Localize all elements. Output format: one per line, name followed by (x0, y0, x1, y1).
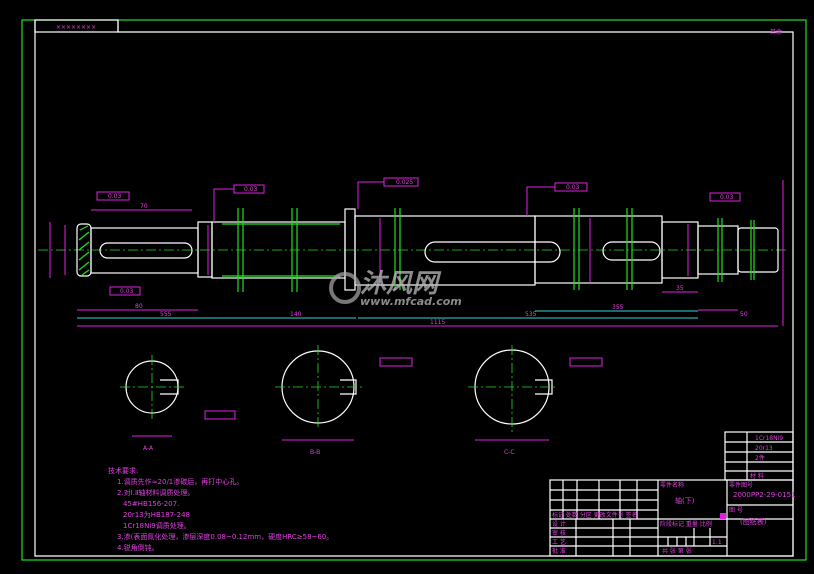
material-row: 2件 (755, 454, 765, 462)
dim-total-length: 1115 (430, 319, 445, 326)
company: (图纸表) (740, 517, 767, 526)
svg-text:0.025: 0.025 (396, 179, 413, 186)
watermark: 沐风网 www.mfcad.com (329, 269, 462, 308)
keyway-left (99, 242, 193, 259)
designer-label: 设 计 (552, 520, 566, 528)
tolerance-frames: 0.03 0.03 0.03 0.025 0.03 0.03 (96, 177, 741, 296)
process-label: 工 艺 (552, 538, 566, 546)
drawing-number: 2000PP2-29-0151 (733, 491, 795, 499)
dim-keyway-right: 355 (612, 304, 624, 311)
material-row: 20r13 (755, 445, 773, 452)
scale: 1:1 (712, 539, 722, 546)
dim-right-small: 50 (740, 311, 748, 318)
svg-text:0.03: 0.03 (244, 186, 258, 193)
type-label: 图 号 (729, 507, 743, 514)
change-row: 标记 处数 分区 更改文件号 签名 (552, 511, 638, 519)
watermark-brand: 沐风网 (360, 269, 442, 299)
tech-req-item: 1.调质先作≈20/1渗碳后，再打中心孔。 (117, 477, 243, 486)
part-name: 轴(下) (675, 496, 695, 505)
dim-left-keyway-length: 70 (140, 203, 148, 210)
outer-border (21, 19, 807, 561)
tech-req-item: 3.渗(表面氮化处理，渗层深度0.08~0.12mm，硬度HRC≥58~60。 (117, 532, 333, 541)
svg-text:0.03: 0.03 (108, 193, 122, 200)
dim-right-step: 35 (676, 285, 684, 292)
dim-left-keyway: 80 (135, 303, 143, 310)
top-left-label-box (34, 19, 119, 33)
svg-text:0.03: 0.03 (566, 184, 580, 191)
bearing-lines (222, 208, 755, 292)
stage-row: 阶段标记 重量 比例 (660, 520, 712, 528)
part-name-label: 零件名称 (660, 481, 684, 489)
tech-req-item: 20r13为HB187-248 (123, 510, 190, 519)
top-left-label: ×××××××× (56, 24, 96, 31)
section-label-c: C-C (504, 449, 515, 456)
title-block: 1Cr18Ni9 20r13 2件 材 料 标记 处数 分区 更改文件号 签名 … (549, 431, 795, 557)
dimensions: 1115 555 140 535 355 80 70 50 35 (49, 180, 784, 327)
material-header: 材 料 (750, 472, 764, 480)
section-label-b: B-B (310, 449, 320, 456)
tech-req-item: 45#HB156-207. (123, 500, 179, 508)
svg-text:0.03: 0.03 (120, 288, 134, 295)
approver-label: 批 准 (552, 547, 566, 555)
section-a: A-A (120, 355, 236, 452)
section-c: C-C (468, 345, 603, 456)
dim-right-section: 535 (525, 311, 537, 318)
watermark-url: www.mfcad.com (360, 295, 462, 308)
dim-middle-section: 140 (290, 311, 302, 318)
tech-req-item: 4.锐角倒钝。 (117, 543, 159, 552)
tech-req-heading: 技术要求: (108, 466, 138, 475)
tech-requirements: 技术要求: 1.调质先作≈20/1渗碳后，再打中心孔。 2.对Ⅰ.Ⅱ轴材料调质处… (108, 466, 333, 552)
section-label-a: A-A (143, 445, 154, 452)
reviewer-label: 审 核 (552, 529, 566, 537)
drawing-no-label: 零件图号 (729, 481, 753, 489)
keyway-middle (424, 241, 561, 263)
section-b: B-B (275, 345, 413, 456)
tech-req-item: 2.对Ⅰ.Ⅱ轴材料调质处理。 (117, 488, 194, 497)
svg-text:0.03: 0.03 (720, 194, 734, 201)
tech-req-item: 1Cr18Ni9调质处理。 (123, 521, 191, 530)
material-row: 1Cr18Ni9 (755, 435, 783, 442)
top-right-note: 其余 (770, 28, 782, 36)
dim-left-section: 555 (160, 311, 172, 318)
sheet-row: 共 张 第 张 (662, 547, 692, 555)
